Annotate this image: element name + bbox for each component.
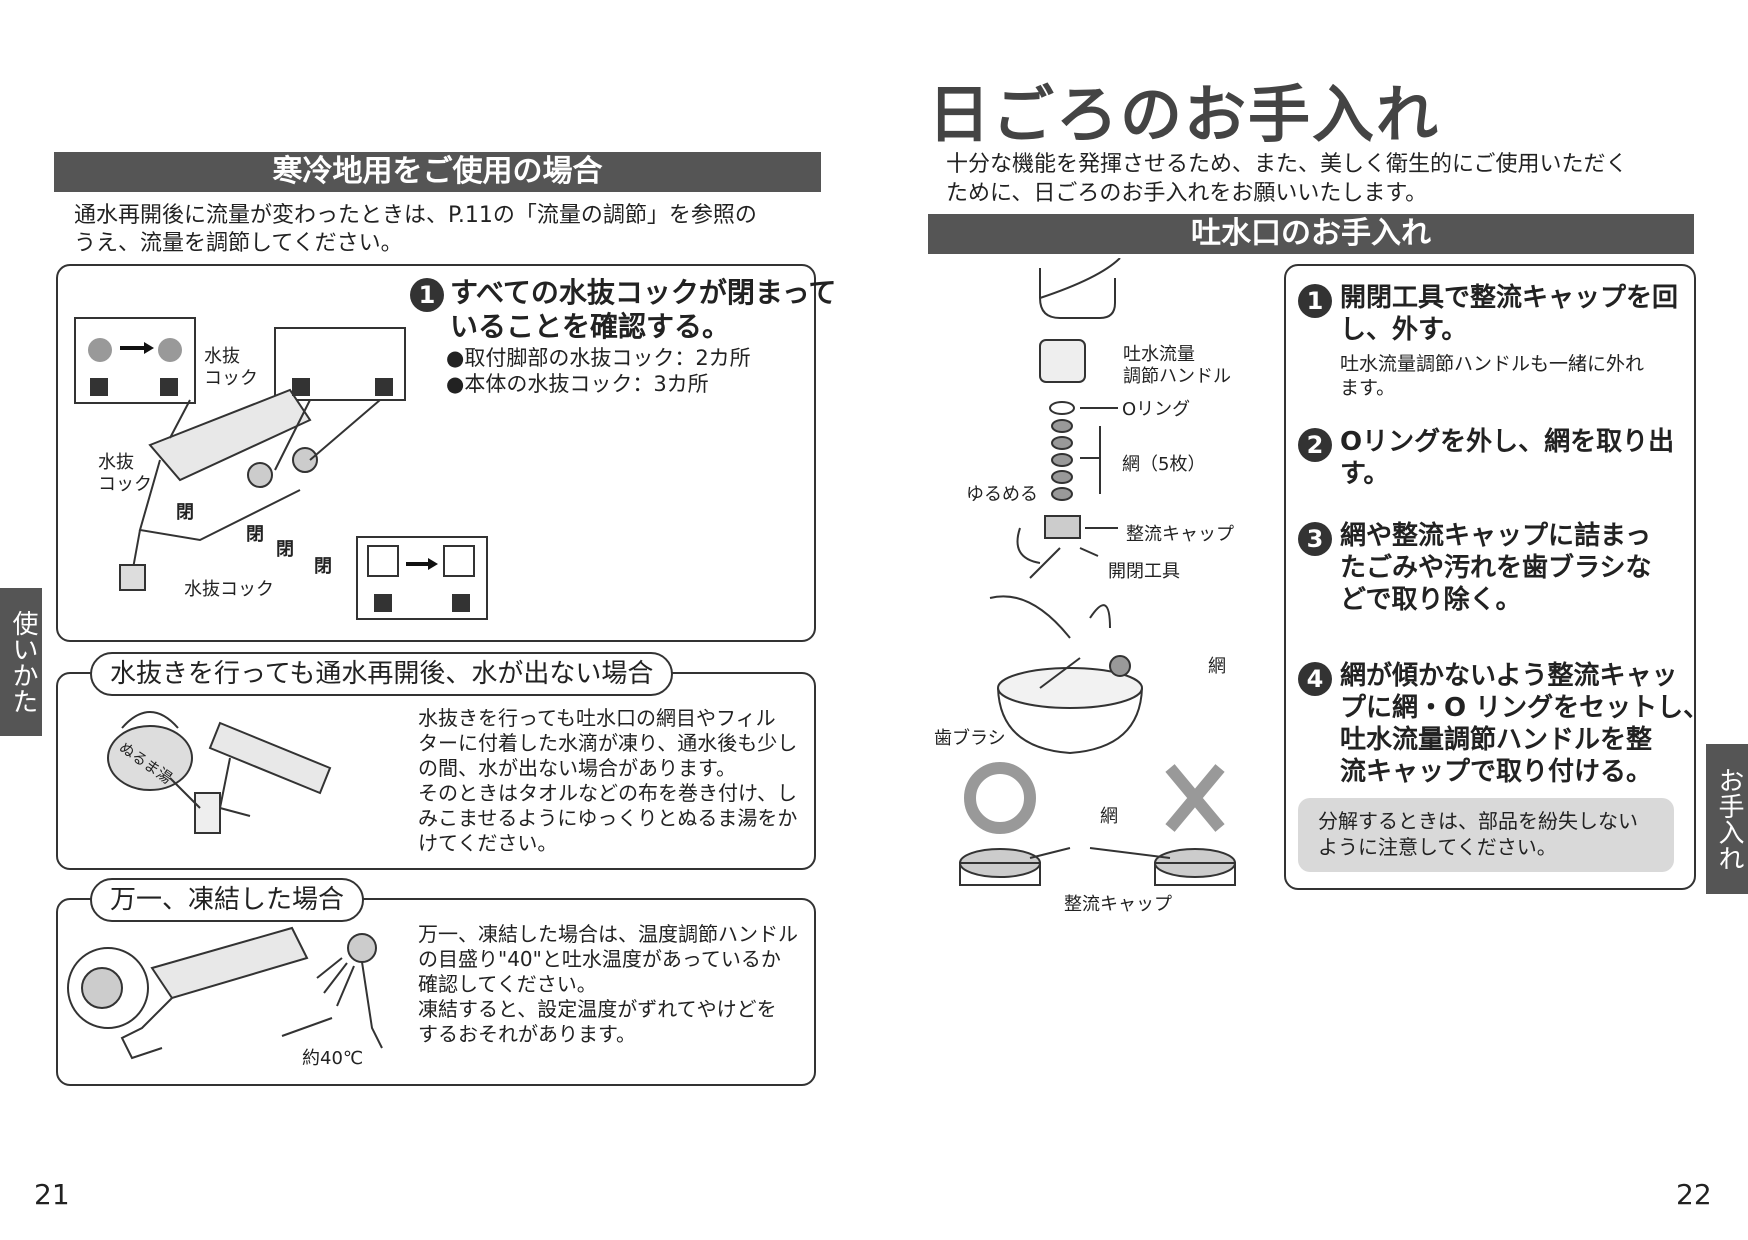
text-line: 確認してください。: [418, 972, 597, 996]
drain-cock-label-bottom: 水抜コック: [184, 579, 274, 600]
text-line: ターに付着した水滴が凍り、通水後も少し: [418, 731, 798, 755]
text-line: 水抜きを行っても吐水口の網目やフィル: [418, 706, 776, 730]
page-number-left: 21: [34, 1178, 70, 1211]
bullet-item: ●取付脚部の水抜コック：2カ所: [446, 346, 751, 370]
frozen-title: 万一、凍結した場合: [90, 878, 365, 922]
step-title-line: Oリングを外し、網を取り出: [1340, 427, 1675, 457]
kettle-towel-illustration: [107, 711, 332, 834]
page-number-right: 22: [1676, 1178, 1712, 1211]
step1-title: 1 すべての水抜コックが閉まって いることを確認する。: [410, 276, 836, 344]
mesh-label: 網: [1208, 656, 1226, 677]
text-line: の目盛り"40"と吐水温度があっているか: [418, 947, 781, 971]
care-step-2: 2 Oリングを外し、網を取り出 す。: [1298, 426, 1674, 490]
step-title-line: どで取り除く。: [1340, 585, 1522, 615]
step-title-line: す。: [1340, 459, 1390, 489]
drain-cock-detail-inset: [356, 536, 488, 620]
side-tab-usage[interactable]: 使いかた: [0, 588, 42, 736]
o-ring-label: Oリング: [1122, 399, 1191, 420]
no-water-title: 水抜きを行っても通水再開後、水が出ない場合: [90, 652, 674, 696]
tool-label: 開閉工具: [1108, 561, 1180, 582]
flow-handle-label: 吐水流量 調節ハンドル: [1123, 344, 1231, 388]
closed-label: 閉: [176, 502, 194, 523]
frozen-text: 万一、凍結した場合は、温度調節ハンドル の目盛り"40"と吐水温度があっているか…: [418, 922, 798, 1047]
step-number: 1: [410, 278, 444, 312]
mesh-label-2: 網: [1100, 806, 1118, 827]
label-line: 調節ハンドル: [1123, 366, 1231, 387]
step-title-line: プに網・O リングをセットし、: [1340, 693, 1710, 723]
text-line: 万一、凍結した場合は、温度調節ハンドル: [418, 922, 798, 946]
step-number: 3: [1298, 522, 1332, 556]
intro-line: 十分な機能を発揮させるため、また、美しく衛生的にご使用いただく: [946, 152, 1628, 177]
text-line: するおそれがあります。: [418, 1022, 636, 1046]
drain-cock-label-top: 水抜 コック: [204, 346, 258, 390]
caution-line: 分解するときは、部品を紛失しない: [1318, 809, 1638, 833]
step-title-line: いることを確認する。: [450, 310, 731, 343]
section-title-cold-region: 寒冷地用をご使用の場合: [54, 152, 821, 192]
intro-line: 通水再開後に流量が変わったときは、P.11の「流量の調節」を参照の: [74, 203, 757, 228]
label-line: コック: [204, 368, 258, 389]
aerator-parts-illustration: [959, 258, 1236, 886]
cold-region-intro: 通水再開後に流量が変わったときは、P.11の「流量の調節」を参照の うえ、流量を…: [74, 202, 757, 258]
intro-line: ために、日ごろのお手入れをお願いいたします。: [946, 181, 1428, 206]
flow-cap-label-2: 整流キャップ: [1064, 894, 1172, 915]
care-steps-box: [1284, 264, 1696, 890]
step-title-line: 流キャップで取り付ける。: [1340, 757, 1653, 787]
step-title-line: 開閉工具で整流キャップを回: [1340, 283, 1679, 313]
care-step-3: 3 網や整流キャップに詰まっ たごみや汚れを歯ブラシな どで取り除く。: [1298, 520, 1651, 616]
closed-label: 閉: [314, 556, 332, 577]
section-title-spout-care: 吐水口のお手入れ: [928, 214, 1694, 254]
step-title-line: 網が傾かないよう整流キャッ: [1340, 661, 1678, 691]
caution-note: 分解するときは、部品を紛失しない ように注意してください。: [1298, 798, 1674, 872]
text-line: の間、水が出ない場合があります。: [418, 756, 736, 780]
drain-cock-label-left: 水抜 コック: [98, 452, 152, 496]
step-title-line: 吐水流量調節ハンドルを整: [1340, 725, 1653, 755]
step-number: 1: [1298, 284, 1332, 318]
temperature-label: 約40℃: [302, 1048, 364, 1069]
caution-line: ように注意してください。: [1318, 835, 1557, 859]
label-line: コック: [98, 474, 152, 495]
step-note-line: ます。: [1340, 377, 1396, 399]
text-line: けてください。: [418, 831, 558, 855]
text-line: みこませるようにゆっくりとぬるま湯をか: [418, 806, 798, 830]
care-step-1: 1 開閉工具で整流キャップを回 し、外す。 吐水流量調節ハンドルも一緒に外れ ま…: [1298, 282, 1678, 400]
text-line: 凍結すると、設定温度がずれてやけどを: [418, 997, 777, 1021]
mesh-5-label: 網（5枚）: [1122, 454, 1206, 475]
loosen-label: ゆるめる: [966, 484, 1038, 505]
page-heading: 日ごろのお手入れ: [928, 78, 1441, 151]
step1-bullets: ●取付脚部の水抜コック：2カ所 ●本体の水抜コック：3カ所: [446, 345, 751, 397]
step-note-line: 吐水流量調節ハンドルも一緒に外れ: [1340, 353, 1645, 375]
text-line: そのときはタオルなどの布を巻き付け、し: [418, 781, 797, 805]
closed-label: 閉: [246, 524, 264, 545]
care-step-4: 4 網が傾かないよう整流キャッ プに網・O リングをセットし、 吐水流量調節ハン…: [1298, 660, 1709, 788]
step-title-line: たごみや汚れを歯ブラシな: [1340, 553, 1652, 583]
brush-label: 歯ブラシ: [934, 728, 1006, 749]
label-line: 水抜: [204, 346, 240, 367]
closed-label: 閉: [276, 539, 294, 560]
side-tab-care[interactable]: お手入れ: [1706, 744, 1748, 894]
step-number: 4: [1298, 662, 1332, 696]
bullet-item: ●本体の水抜コック：3カ所: [446, 372, 709, 396]
faucet-drain-illustration: [74, 317, 406, 591]
intro-line: うえ、流量を調節してください。: [74, 231, 403, 256]
no-water-text: 水抜きを行っても吐水口の網目やフィル ターに付着した水滴が凍り、通水後も少し の…: [418, 706, 797, 856]
care-intro: 十分な機能を発揮させるため、また、美しく衛生的にご使用いただく ために、日ごろの…: [946, 150, 1628, 208]
step-title-line: 網や整流キャップに詰まっ: [1340, 521, 1651, 551]
step-title-line: すべての水抜コックが閉まって: [450, 276, 837, 309]
step-title-line: し、外す。: [1340, 315, 1468, 345]
step-number: 2: [1298, 428, 1332, 462]
label-line: 水抜: [98, 452, 134, 473]
frozen-faucet-illustration: [67, 926, 383, 1060]
flow-cap-label: 整流キャップ: [1126, 524, 1234, 545]
label-line: 吐水流量: [1123, 344, 1195, 365]
